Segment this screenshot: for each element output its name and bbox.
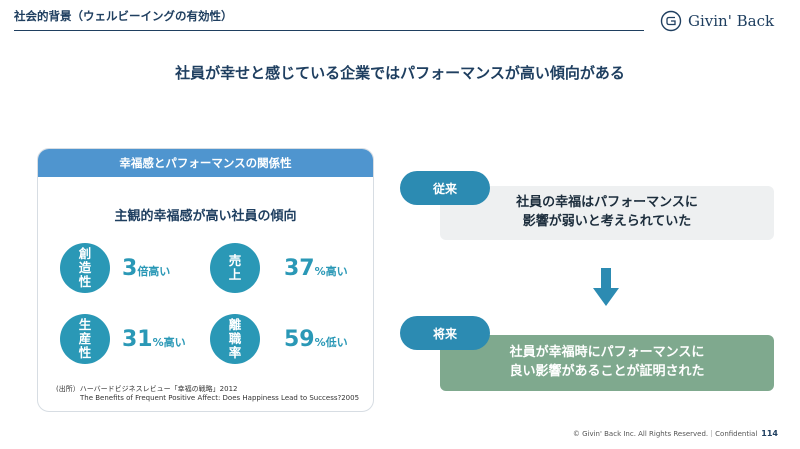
gb-monogram-icon (660, 10, 682, 32)
stat-label-circle: 生産性 (60, 314, 110, 364)
stat-sales: 売上 37%高い (210, 243, 348, 293)
before-label-pill: 従来 (400, 171, 490, 205)
source-note: (出所）ハーバードビジネスレビュー「幸福の戦略」2012 The Benefit… (56, 385, 359, 404)
source-line-2: The Benefits of Frequent Positive Affect… (80, 394, 360, 403)
stat-value: 37%高い (284, 255, 348, 281)
copyright: © Givin' Back Inc. All Rights Reserved.｜… (572, 430, 758, 438)
panel-subtitle: 主観的幸福感が高い社員の傾向 (114, 209, 297, 224)
stat-value: 31%高い (122, 326, 186, 352)
stat-value: 59%低い (284, 326, 348, 352)
after-text-line-1: 社員が幸福時にパフォーマンスに (509, 345, 705, 361)
after-label-pill: 将来 (400, 316, 490, 350)
title-rule (14, 30, 644, 31)
happiness-performance-panel: 幸福感とパフォーマンスの関係性 主観的幸福感が高い社員の傾向 創造性 3倍高い … (37, 148, 374, 412)
after-text-line-2: 良い影響があることが証明された (509, 364, 705, 379)
source-line-1: (出所）ハーバードビジネスレビュー「幸福の戦略」2012 (56, 385, 238, 393)
stat-productivity: 生産性 31%高い (60, 314, 186, 364)
before-box: 社員の幸福はパフォーマンスに 影響が弱いと考えられていた (440, 186, 774, 240)
arrow-down-icon (593, 268, 619, 306)
stat-label-circle: 売上 (210, 243, 260, 293)
footer: © Givin' Back Inc. All Rights Reserved.｜… (573, 429, 778, 439)
logo-text: Givin' Back (688, 12, 775, 30)
stat-value: 3倍高い (122, 255, 171, 281)
before-text-line-2: 影響が弱いと考えられていた (522, 214, 692, 229)
headline: 社員が幸せと感じている企業ではパフォーマンスが高い傾向がある (175, 64, 625, 82)
before-text-line-1: 社員の幸福はパフォーマンスに (516, 195, 698, 211)
stat-turnover: 離職率 59%低い (210, 314, 348, 364)
stat-label-circle: 創造性 (60, 243, 110, 293)
section-title: 社会的背景（ウェルビーイングの有効性） (14, 9, 233, 23)
stat-label-circle: 離職率 (210, 314, 260, 364)
logo: Givin' Back (660, 10, 774, 32)
panel-header: 幸福感とパフォーマンスの関係性 (38, 149, 373, 177)
stat-creativity: 創造性 3倍高い (60, 243, 170, 293)
after-box: 社員が幸福時にパフォーマンスに 良い影響があることが証明された (440, 335, 774, 391)
page-number: 114 (761, 429, 778, 438)
